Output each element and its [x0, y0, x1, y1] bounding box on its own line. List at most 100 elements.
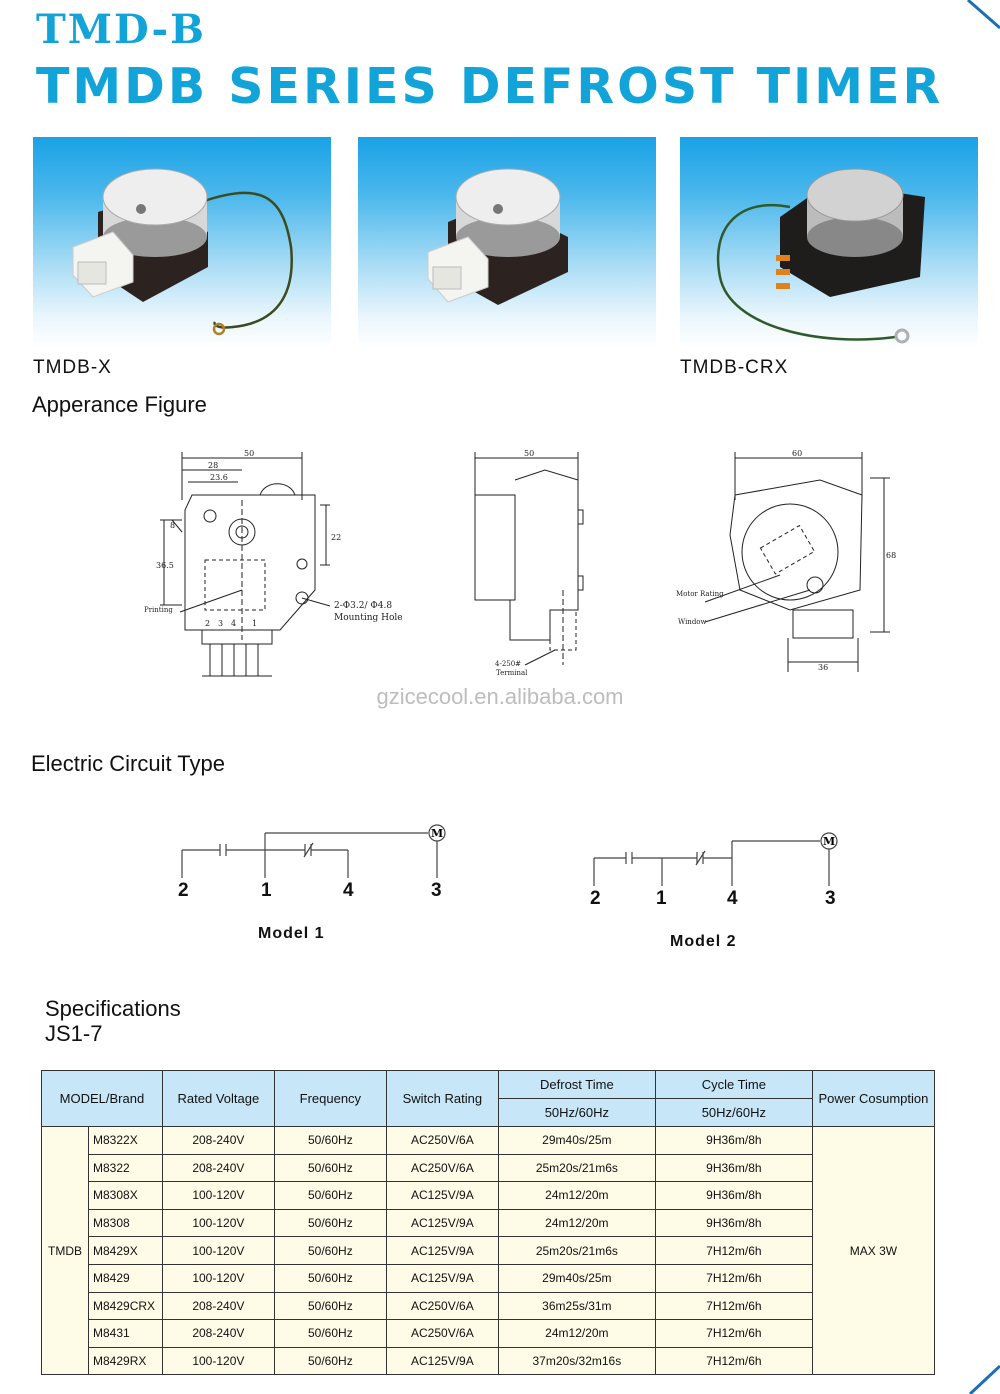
voltage-cell: 100-120V	[161, 1346, 275, 1376]
header-voltage: Rated Voltage	[161, 1070, 275, 1127]
dim-23-6: 23.6	[210, 473, 228, 482]
dim-36-5: 36.5	[156, 561, 174, 570]
model-1-label: Model 1	[258, 925, 325, 942]
corner-decoration	[968, 1364, 1000, 1394]
cycle-cell: 7H12m/6h	[654, 1236, 813, 1265]
defrost-cell: 24m12/20m	[497, 1208, 656, 1238]
defrost-cell: 24m12/20m	[497, 1181, 656, 1210]
voltage-cell: 100-120V	[161, 1263, 275, 1293]
defrost-cell: 25m20s/21m6s	[497, 1153, 656, 1183]
voltage-cell: 100-120V	[161, 1208, 275, 1238]
defrost-cell: 29m40s/25m	[497, 1126, 656, 1155]
specs-subheading: JS1-7	[45, 1021, 103, 1046]
model-cell: M8429RX	[88, 1346, 163, 1376]
terminal-label: 4	[727, 888, 738, 909]
motor-symbol: M	[823, 835, 835, 848]
photo-caption-tmdb-x: TMDB-X	[33, 357, 112, 378]
header-cycle: Cycle Time	[654, 1070, 813, 1099]
specs-heading: Specifications	[45, 996, 181, 1021]
page-title: TMDB SERIES DEFROST TIMER	[36, 58, 944, 115]
circuit-heading: Electric Circuit Type	[31, 751, 225, 776]
label-terminal: 4-250#	[495, 660, 521, 668]
header-model: MODEL/Brand	[41, 1070, 163, 1127]
label-terminal-2: Terminal	[496, 669, 528, 677]
dim-height: 68	[886, 551, 896, 560]
header-power: Power Cosumption	[811, 1070, 936, 1127]
photo-caption-tmdb-crx: TMDB-CRX	[680, 357, 789, 378]
label-window: Window	[678, 618, 707, 626]
brand-title: TMD-B	[36, 6, 206, 53]
voltage-cell: 208-240V	[161, 1291, 275, 1321]
pin-label: 3	[218, 619, 223, 628]
appearance-heading: Apperance Figure	[32, 392, 207, 417]
appearance-drawings: 50 28 23.6 22 36.5 8 Printing 2-Φ3.2/ Φ4…	[144, 449, 896, 677]
terminal-label: 1	[656, 888, 667, 909]
dim-22: 22	[331, 533, 341, 542]
model-cell: M8429X	[88, 1236, 163, 1265]
product-photo-tmdb-crx	[680, 137, 978, 349]
terminal-label: 1	[261, 880, 272, 901]
header-defrost-sub: 50Hz/60Hz	[497, 1098, 656, 1127]
header-cycle-sub: 50Hz/60Hz	[654, 1098, 813, 1127]
dim-width: 60	[792, 449, 802, 458]
frequency-cell: 50/60Hz	[273, 1181, 387, 1210]
cycle-cell: 9H36m/8h	[654, 1153, 813, 1183]
cycle-cell: 9H36m/8h	[654, 1126, 813, 1155]
label-hole: 2-Φ3.2/ Φ4.8	[334, 601, 392, 611]
voltage-cell: 208-240V	[161, 1153, 275, 1183]
switch-cell: AC250V/6A	[385, 1291, 499, 1321]
cycle-cell: 9H36m/8h	[654, 1208, 813, 1238]
switch-cell: AC250V/6A	[385, 1319, 499, 1348]
dim-width: 50	[524, 449, 534, 458]
model-cell: M8322	[88, 1153, 163, 1183]
header-switch: Switch Rating	[385, 1070, 499, 1127]
terminal-label: 4	[343, 880, 354, 901]
voltage-cell: 208-240V	[161, 1126, 275, 1155]
cycle-cell: 7H12m/6h	[654, 1346, 813, 1376]
product-photo-tmdb-x-2	[358, 137, 656, 349]
switch-cell: AC250V/6A	[385, 1153, 499, 1183]
circuit-diagram-model-1: M	[181, 824, 446, 878]
dim-bottom: 36	[818, 663, 828, 672]
product-photo-tmdb-x	[33, 137, 331, 349]
terminal-label: 2	[178, 880, 189, 901]
dim-8: 8	[170, 521, 175, 530]
voltage-cell: 208-240V	[161, 1319, 275, 1348]
motor-symbol: M	[431, 827, 443, 840]
watermark: gzicecool.en.alibaba.com	[376, 684, 624, 709]
label-printing: Printing	[144, 606, 173, 614]
frequency-cell: 50/60Hz	[273, 1291, 387, 1321]
terminal-label: 2	[590, 888, 601, 909]
brand-cell: TMDB	[41, 1125, 89, 1376]
cycle-cell: 7H12m/6h	[654, 1291, 813, 1321]
switch-cell: AC125V/9A	[385, 1346, 499, 1376]
model-cell: M8308X	[88, 1181, 163, 1210]
header-defrost: Defrost Time	[497, 1070, 656, 1099]
pin-label: 2	[205, 619, 210, 628]
frequency-cell: 50/60Hz	[273, 1263, 387, 1293]
defrost-cell: 24m12/20m	[497, 1319, 656, 1348]
model-cell: M8429	[88, 1263, 163, 1293]
defrost-cell: 37m20s/32m16s	[497, 1346, 656, 1376]
frequency-cell: 50/60Hz	[273, 1236, 387, 1265]
cycle-cell: 9H36m/8h	[654, 1181, 813, 1210]
cycle-cell: 7H12m/6h	[654, 1263, 813, 1293]
switch-cell: AC250V/6A	[385, 1126, 499, 1155]
voltage-cell: 100-120V	[161, 1181, 275, 1210]
label-mounting-hole: Mounting Hole	[334, 613, 403, 623]
defrost-cell: 25m20s/21m6s	[497, 1236, 656, 1265]
switch-cell: AC125V/9A	[385, 1181, 499, 1210]
spec-table: MODEL/Brand Rated Voltage Frequency Swit…	[41, 1070, 936, 1376]
pin-label: 4	[231, 619, 236, 628]
switch-cell: AC125V/9A	[385, 1263, 499, 1293]
terminal-label: 3	[431, 880, 442, 901]
model-cell: M8429CRX	[88, 1291, 163, 1321]
label-motor-rating: Motor Rating	[676, 590, 724, 598]
dim-28: 28	[208, 461, 218, 470]
